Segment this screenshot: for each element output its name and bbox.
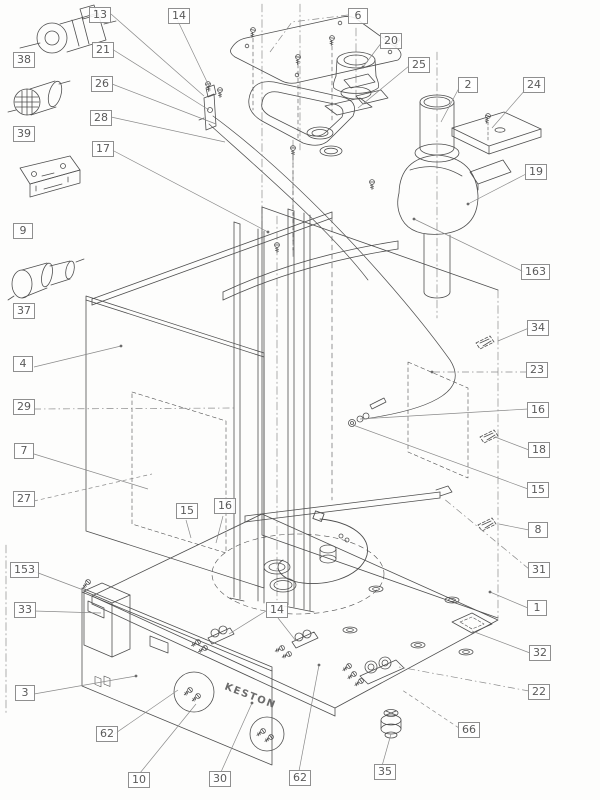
door-latch [198, 84, 217, 131]
tank-flange-rings [263, 559, 297, 593]
callout-4: 4 [13, 356, 33, 372]
callout-20: 20 [380, 33, 402, 49]
callout-28: 28 [90, 110, 112, 126]
pipe-clamps [189, 625, 319, 660]
leader-lines [32, 13, 531, 774]
callout-9: 9 [13, 223, 33, 239]
cabinet-right-panel [261, 206, 499, 619]
detail-circle-right [249, 716, 285, 752]
blower [397, 143, 512, 299]
callout-31: 31 [528, 562, 550, 578]
cabinet-left-panel [85, 295, 265, 589]
callout-66: 66 [458, 722, 480, 738]
callout-23: 23 [526, 362, 548, 378]
callout-17: 17 [92, 141, 114, 157]
callout-37: 37 [13, 303, 35, 319]
base-grommet-35 [380, 709, 402, 739]
callout-163: 163 [521, 264, 550, 280]
callout-62: 62 [96, 726, 118, 742]
callout-6: 6 [348, 8, 368, 24]
callout-21: 21 [92, 42, 114, 58]
mid-pipe-fittings [348, 397, 387, 427]
callout-2: 2 [458, 77, 478, 93]
callout-10: 10 [128, 772, 150, 788]
callout-1: 1 [527, 600, 547, 616]
callout-14: 14 [168, 8, 190, 24]
flue-pipe [419, 94, 455, 156]
callout-26: 26 [91, 76, 113, 92]
callout-39: 39 [13, 126, 35, 142]
trap-fitting [319, 533, 350, 564]
fan-inlet-thumbnail [7, 80, 71, 116]
callout-3: 3 [15, 685, 35, 701]
callout-22: 22 [528, 684, 550, 700]
callout-13: 13 [89, 7, 111, 23]
frame-rails [229, 208, 315, 613]
callout-32: 32 [529, 645, 551, 661]
support-beam [244, 485, 453, 523]
callout-25: 25 [408, 57, 430, 73]
bracket-thumbnail [19, 155, 81, 198]
callout-29: 29 [13, 399, 35, 415]
callout-7: 7 [14, 443, 34, 459]
callout-18: 18 [528, 442, 550, 458]
callout-34: 34 [527, 320, 549, 336]
gasket-rings [306, 73, 389, 157]
mounting-plate [451, 111, 542, 155]
gas-valve [340, 656, 405, 688]
control-box [80, 578, 131, 688]
base-pan [91, 513, 499, 717]
callout-16: 16 [214, 498, 236, 514]
detail-circle-left [173, 671, 215, 713]
cabinet-top-rail [91, 211, 333, 501]
callout-24: 24 [523, 77, 545, 93]
callout-8: 8 [528, 522, 548, 538]
adapter-thumbnail [7, 258, 85, 301]
condensate-hose [277, 510, 368, 585]
callout-38: 38 [13, 52, 35, 68]
callout-16: 16 [527, 402, 549, 418]
callout-33: 33 [14, 602, 36, 618]
callout-30: 30 [209, 771, 231, 787]
front-lower-panel [81, 587, 285, 766]
callout-27: 27 [13, 491, 35, 507]
top-plate [230, 16, 402, 251]
callout-153: 153 [10, 562, 39, 578]
callout-35: 35 [374, 764, 396, 780]
callout-14: 14 [266, 602, 288, 618]
heat-exchanger-band [222, 240, 399, 301]
callout-15: 15 [176, 503, 198, 519]
centerlines [5, 3, 499, 716]
callout-15: 15 [527, 482, 549, 498]
burner-door [248, 81, 355, 146]
wire-harness [208, 115, 456, 420]
leader-end-dots [119, 65, 492, 705]
callout-19: 19 [525, 164, 547, 180]
callout-62: 62 [289, 770, 311, 786]
